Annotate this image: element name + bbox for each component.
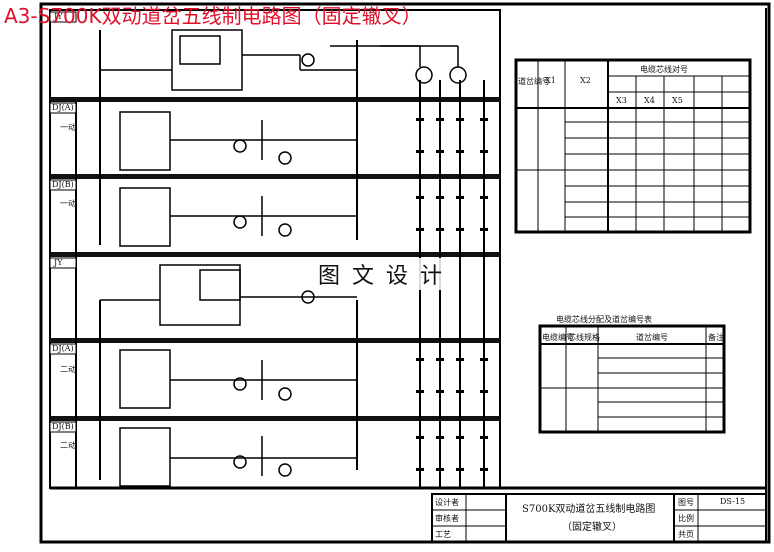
section-tag-1: JY bbox=[54, 12, 63, 21]
label-sheet: 共页 bbox=[678, 530, 694, 539]
section-tag-3: DJ(B) bbox=[52, 180, 74, 189]
assignment-table bbox=[538, 324, 726, 434]
contact-marks bbox=[416, 118, 488, 471]
section-tag-6: DJ(B) bbox=[52, 422, 74, 431]
label-drawing-no: 图号 bbox=[678, 498, 694, 507]
section-tag-5: DJ(A) bbox=[52, 344, 74, 353]
title-row-checker: 审核者 bbox=[435, 514, 459, 523]
title-row-designer: 设计者 bbox=[435, 498, 459, 507]
assignment-col-3: 道岔编号 bbox=[636, 333, 668, 342]
watermark-text: 图文设计 bbox=[314, 258, 459, 290]
section-label-3: 一动 bbox=[60, 199, 76, 208]
cable-group-header: 电缆芯线对号 bbox=[640, 65, 688, 74]
section-tag-2: DJ(A) bbox=[52, 103, 74, 112]
label-scale: 比例 bbox=[678, 514, 694, 523]
title-row-drawn: 工艺 bbox=[435, 530, 451, 539]
section-label-6: 二动 bbox=[60, 441, 76, 450]
section-tag-4: JY bbox=[54, 258, 63, 267]
cable-col-header-2: X1 bbox=[545, 76, 556, 85]
drawing-number: DS-15 bbox=[720, 497, 746, 506]
cable-col-header-6: X5 bbox=[672, 96, 683, 105]
cable-col-header-1: 道岔编号 bbox=[518, 77, 550, 86]
assignment-col-1: 电缆编号 bbox=[542, 333, 574, 342]
drawing-title: S700K双动道岔五线制电路图 bbox=[522, 504, 656, 515]
title-block bbox=[431, 493, 767, 543]
cable-col-header-4: X3 bbox=[616, 96, 627, 105]
assignment-caption: 电缆芯线分配及道岔编号表 bbox=[556, 315, 652, 324]
drawing-subtitle: （固定辙叉） bbox=[562, 522, 622, 533]
sheet-banner-title: A3-S700K双动道岔五线制电路图（固定辙叉） bbox=[4, 4, 422, 28]
cable-col-header-3: X2 bbox=[580, 76, 591, 85]
section-label-5: 二动 bbox=[60, 365, 76, 374]
section-separators bbox=[50, 97, 500, 421]
sub-circuits bbox=[100, 111, 241, 487]
assignment-col-4: 备注 bbox=[708, 333, 724, 342]
cable-table bbox=[514, 58, 752, 234]
cable-col-header-5: X4 bbox=[644, 96, 655, 105]
assignment-col-2: 芯线规格 bbox=[568, 333, 600, 342]
section-label-2: 一动 bbox=[60, 123, 76, 132]
